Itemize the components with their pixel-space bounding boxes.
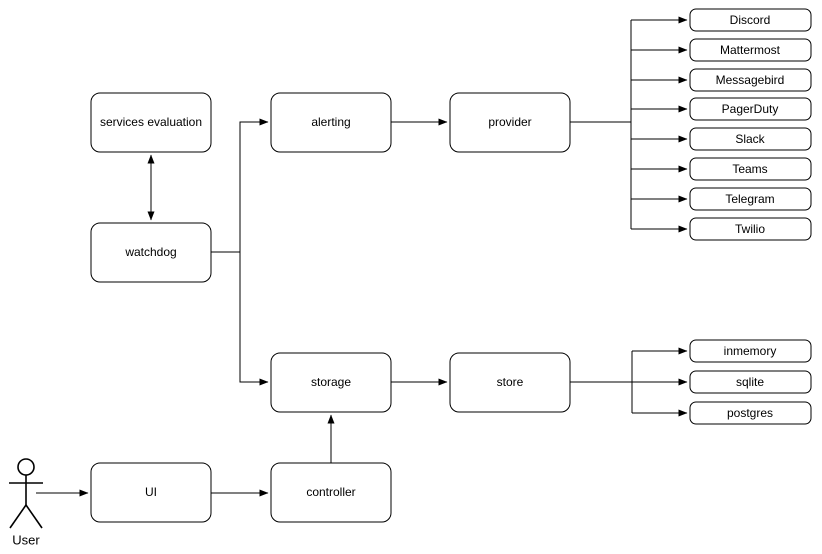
actor-leg-right <box>25 504 43 529</box>
edge-provider-fanout-branches <box>631 16 688 233</box>
node-services-evaluation-box <box>90 92 212 153</box>
node-store[interactable]: store <box>449 352 571 413</box>
provider-implementations-list: Discord Mattermost Messagebird PagerDuty… <box>689 8 812 241</box>
node-provider-discord[interactable]: Discord <box>689 8 812 32</box>
node-storage[interactable]: storage <box>270 352 392 413</box>
edge-watchdog-to-alerting <box>239 118 269 252</box>
edge-store-fanout-branches <box>632 347 688 417</box>
node-ui[interactable]: UI <box>90 462 212 523</box>
actor-user-label: User <box>12 532 40 547</box>
store-implementations-list: inmemory sqlite postgres <box>689 339 812 425</box>
node-provider-pagerduty-box <box>689 97 812 121</box>
node-store-postgres-box <box>689 401 812 425</box>
node-provider-twilio[interactable]: Twilio <box>689 217 812 241</box>
node-provider-teams[interactable]: Teams <box>689 157 812 181</box>
node-services-evaluation[interactable]: services evaluation <box>90 92 212 153</box>
node-provider-messagebird[interactable]: Messagebird <box>689 68 812 92</box>
node-provider-slack[interactable]: Slack <box>689 127 812 151</box>
node-provider-messagebird-box <box>689 68 812 92</box>
node-provider[interactable]: provider <box>449 92 571 153</box>
edges-layer <box>36 16 688 497</box>
node-provider-telegram[interactable]: Telegram <box>689 187 812 211</box>
actor-user[interactable]: User <box>9 458 43 547</box>
node-storage-box <box>270 352 392 413</box>
node-provider-teams-box <box>689 157 812 181</box>
node-store-box <box>449 352 571 413</box>
edge-watchdog-to-storage <box>239 252 269 386</box>
node-provider-telegram-box <box>689 187 812 211</box>
node-controller[interactable]: controller <box>270 462 392 523</box>
node-provider-pagerduty[interactable]: PagerDuty <box>689 97 812 121</box>
node-provider-discord-box <box>689 8 812 32</box>
node-provider-twilio-box <box>689 217 812 241</box>
node-store-postgres[interactable]: postgres <box>689 401 812 425</box>
node-watchdog-box <box>90 222 212 283</box>
actor-leg-left <box>9 504 27 529</box>
node-store-sqlite[interactable]: sqlite <box>689 370 812 394</box>
node-provider-mattermost-box <box>689 38 812 62</box>
node-controller-box <box>270 462 392 523</box>
node-store-inmemory[interactable]: inmemory <box>689 339 812 363</box>
node-provider-slack-box <box>689 127 812 151</box>
node-watchdog[interactable]: watchdog <box>90 222 212 283</box>
node-store-inmemory-box <box>689 339 812 363</box>
node-ui-box <box>90 462 212 523</box>
node-provider-box <box>449 92 571 153</box>
node-provider-mattermost[interactable]: Mattermost <box>689 38 812 62</box>
node-store-sqlite-box <box>689 370 812 394</box>
stick-figure-actor-icon <box>17 458 35 476</box>
node-alerting-box <box>270 92 392 153</box>
node-alerting[interactable]: alerting <box>270 92 392 153</box>
